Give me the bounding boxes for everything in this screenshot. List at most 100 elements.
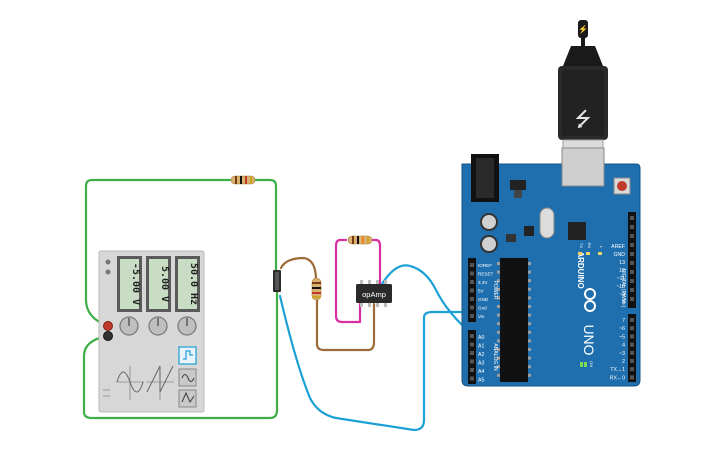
mcu-leg <box>528 287 531 291</box>
mcu-leg <box>528 356 531 360</box>
analog-pin-label: A4 <box>478 369 484 375</box>
wire-green-top[interactable] <box>84 178 278 328</box>
digital-pin[interactable] <box>630 367 634 372</box>
digital-pin[interactable] <box>630 252 634 256</box>
opamp-chip[interactable]: opAmp <box>356 280 392 307</box>
digital-pin-label: 7 <box>622 318 625 324</box>
digital-pin[interactable] <box>630 334 634 339</box>
mcu-leg <box>528 313 531 317</box>
digital-pin[interactable] <box>630 318 634 322</box>
mcu-leg <box>497 356 500 360</box>
digital-pin-label: 4 <box>622 343 625 349</box>
lightning-icon: ⚡ <box>578 24 588 34</box>
digital-pin[interactable] <box>630 297 634 301</box>
digital-pin[interactable] <box>630 359 634 363</box>
mcu-leg <box>528 322 531 326</box>
resistor-top[interactable] <box>230 175 256 185</box>
usb-socket <box>561 147 605 187</box>
digital-pin-label: 2 <box>622 359 625 365</box>
mcu-leg <box>528 365 531 369</box>
analog-pin[interactable] <box>470 359 474 364</box>
power-pin[interactable] <box>470 288 474 293</box>
digital-pin[interactable] <box>630 216 634 220</box>
wire-magenta[interactable] <box>334 238 382 324</box>
offset-knob[interactable] <box>119 316 139 336</box>
digital-pin[interactable] <box>630 350 634 355</box>
digital-header-top[interactable] <box>628 212 636 308</box>
digital-pin-label: ~3 <box>619 351 625 357</box>
l-led-label: L <box>599 246 604 249</box>
analog-header[interactable] <box>468 330 476 384</box>
reset-button[interactable] <box>613 177 631 195</box>
opamp-label: opAmp <box>362 290 386 299</box>
digital-pin[interactable] <box>630 261 634 265</box>
digital-pin[interactable] <box>630 375 634 380</box>
power-pin[interactable] <box>470 305 474 310</box>
triangle-wave-button[interactable] <box>178 389 197 408</box>
mcu-leg <box>528 296 531 300</box>
mcu-leg <box>497 279 500 283</box>
mcu-leg <box>497 287 500 291</box>
wire-blue-ground[interactable] <box>278 294 476 432</box>
power-pin-label: GND <box>478 297 489 302</box>
analog-pin[interactable] <box>470 376 474 381</box>
power-pin[interactable] <box>470 263 474 267</box>
mcu-leg <box>497 365 500 369</box>
sine-wave-button[interactable] <box>178 368 197 387</box>
mcu-leg <box>497 373 500 377</box>
analog-pin[interactable] <box>470 368 474 372</box>
analog-pin-label: A3 <box>478 361 484 367</box>
digital-pin-label: GND <box>613 252 625 258</box>
amplitude-value: 5.00 V <box>159 266 170 302</box>
power-pin-label: RESET <box>478 272 494 277</box>
digital-pin-label: ~9 <box>619 292 625 298</box>
resistor-input[interactable] <box>311 277 322 301</box>
digital-pin[interactable] <box>630 234 634 238</box>
digital-pin-label: ~6 <box>619 326 625 332</box>
power-pin[interactable] <box>470 271 474 276</box>
digital-pin-label: ~5 <box>619 334 625 340</box>
power-pin[interactable] <box>470 280 474 284</box>
function-generator[interactable]: -5.00 V 5.00 V 50.0 Hz <box>98 250 205 413</box>
frequency-knob[interactable] <box>177 316 197 336</box>
wire-green-bottom[interactable] <box>82 290 279 420</box>
offset-display: -5.00 V <box>117 256 142 312</box>
square-wave-icon <box>183 350 193 360</box>
microcontroller-chip <box>497 258 531 382</box>
digital-pin[interactable] <box>630 243 634 247</box>
wire-blue-output[interactable] <box>380 264 476 338</box>
wire-connector[interactable] <box>273 270 281 292</box>
wire-brown[interactable] <box>279 256 376 352</box>
analog-pin-label: A0 <box>478 335 484 341</box>
digital-pin[interactable] <box>630 288 634 292</box>
tx-led-label: TX <box>579 243 584 248</box>
digital-header-title: DIGITAL (PWM~) <box>620 269 626 308</box>
digital-pin-label: ~10 <box>616 284 625 290</box>
mcu-leg <box>497 330 500 334</box>
positive-terminal[interactable] <box>103 321 113 331</box>
digital-pin[interactable] <box>630 326 634 331</box>
digital-pin[interactable] <box>630 270 634 274</box>
amplitude-display: 5.00 V <box>146 256 171 312</box>
digital-pin[interactable] <box>630 279 634 283</box>
mcu-leg <box>528 305 531 308</box>
resistor-feedback[interactable] <box>347 235 373 245</box>
indicator-dot <box>105 259 111 265</box>
mcu-leg <box>528 270 531 274</box>
amplitude-knob[interactable] <box>148 316 168 336</box>
frequency-value: 50.0 Hz <box>188 263 199 305</box>
negative-terminal[interactable] <box>103 331 113 341</box>
square-wave-button[interactable] <box>178 346 197 365</box>
triangle-wave-icon <box>181 391 195 404</box>
digital-pin[interactable] <box>630 342 634 347</box>
usb-cable[interactable]: ⚡ ⭍ <box>558 20 608 161</box>
analog-pin[interactable] <box>470 334 474 338</box>
analog-pin[interactable] <box>470 351 474 355</box>
analog-pin[interactable] <box>470 342 474 347</box>
power-pin[interactable] <box>470 314 474 318</box>
digital-pin[interactable] <box>630 225 634 229</box>
digital-header-bottom[interactable] <box>628 314 636 382</box>
frequency-display: 50.0 Hz <box>175 256 200 312</box>
power-pin[interactable] <box>470 297 474 301</box>
